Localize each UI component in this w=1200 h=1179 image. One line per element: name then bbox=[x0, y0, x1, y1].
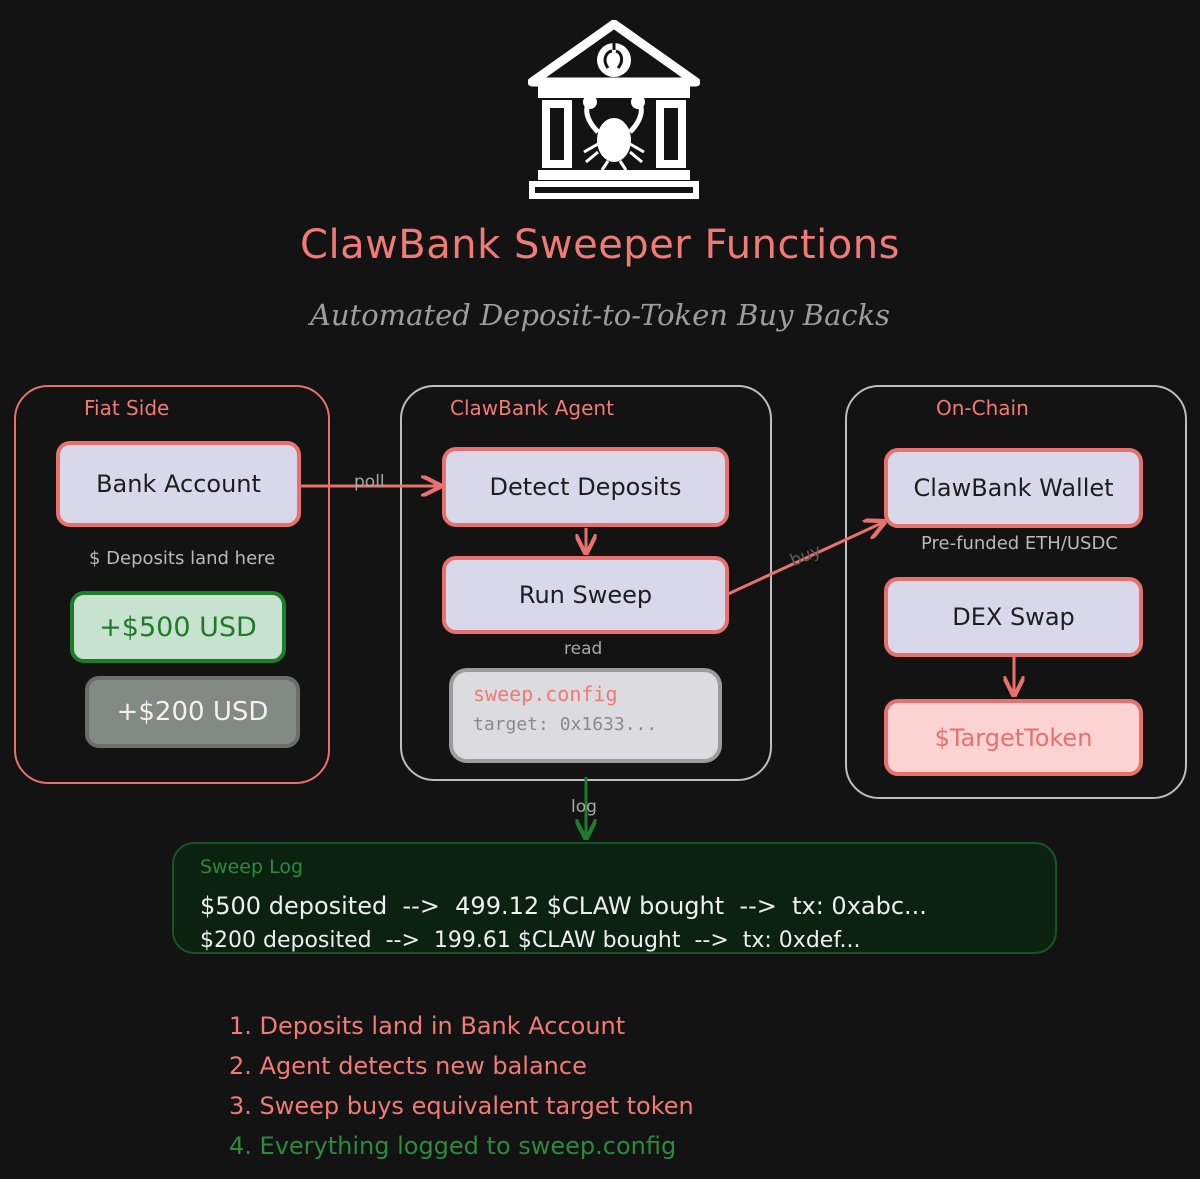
deposit-500-node: +$500 USD bbox=[70, 591, 286, 663]
on-chain-label: On-Chain bbox=[936, 396, 1029, 420]
step-4: 4. Everything logged to sweep.config bbox=[229, 1132, 677, 1160]
bank-account-node: Bank Account bbox=[56, 441, 301, 527]
step-2: 2. Agent detects new balance bbox=[229, 1052, 587, 1080]
sweep-log-panel: Sweep Log $500 deposited --> 499.12 $CLA… bbox=[172, 842, 1057, 954]
sweep-log-line: $500 deposited --> 499.12 $CLAW bought -… bbox=[200, 892, 927, 920]
wallet-note: Pre-funded ETH/USDC bbox=[921, 533, 1118, 554]
fiat-side-label: Fiat Side bbox=[84, 396, 170, 420]
clawbank-agent-label: ClawBank Agent bbox=[450, 396, 614, 420]
dex-swap-node: DEX Swap bbox=[884, 577, 1143, 657]
sweep-log-title: Sweep Log bbox=[200, 856, 304, 878]
read-label: read bbox=[564, 639, 603, 659]
buy-label: buy bbox=[787, 540, 825, 572]
run-sweep-node: Run Sweep bbox=[442, 556, 729, 634]
step-1: 1. Deposits land in Bank Account bbox=[229, 1012, 626, 1040]
sweep-config-name: sweep.config bbox=[473, 682, 618, 706]
page-subtitle: Automated Deposit-to-Token Buy Backs bbox=[309, 298, 891, 332]
target-token-node: $TargetToken bbox=[884, 699, 1143, 776]
detect-deposits-node: Detect Deposits bbox=[442, 447, 729, 527]
clawbank-wallet-node: ClawBank Wallet bbox=[884, 448, 1143, 528]
fiat-side-group bbox=[14, 385, 330, 784]
step-3: 3. Sweep buys equivalent target token bbox=[229, 1092, 694, 1120]
page-title: ClawBank Sweeper Functions bbox=[300, 222, 900, 268]
deposit-200-node: +$200 USD bbox=[85, 676, 300, 748]
sweep-config-node: sweep.config target: 0x1633... bbox=[449, 668, 722, 763]
deposits-note: $ Deposits land here bbox=[89, 548, 276, 569]
log-label: log bbox=[571, 797, 597, 817]
sweep-config-target: target: 0x1633... bbox=[473, 714, 658, 735]
bank-building-crab-icon bbox=[528, 20, 700, 199]
poll-label: poll bbox=[354, 472, 385, 492]
sweep-log-line: $200 deposited --> 199.61 $CLAW bought -… bbox=[200, 928, 861, 953]
